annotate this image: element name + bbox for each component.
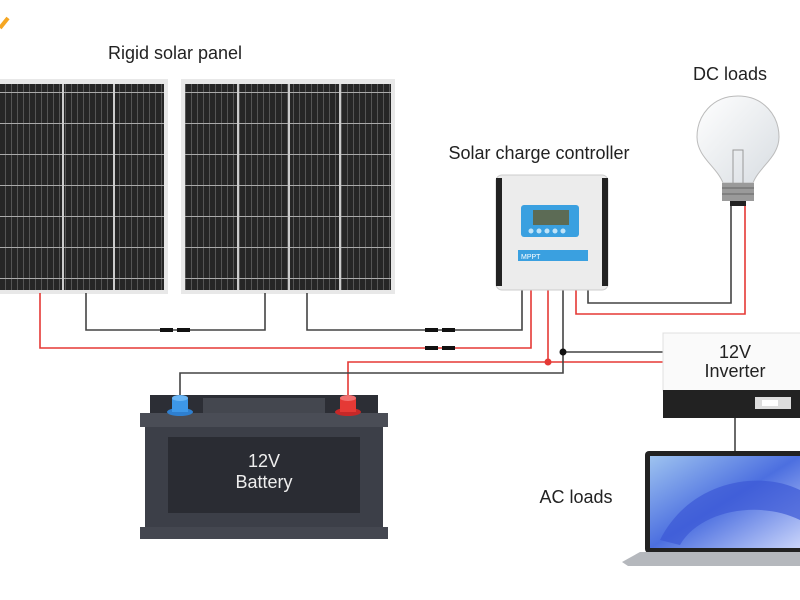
charge-controller-label: Solar charge controller <box>448 143 629 163</box>
dc-load-bulb-icon <box>696 95 780 206</box>
inverter-label-name: Inverter <box>704 361 765 381</box>
battery-negative-wire <box>179 290 564 400</box>
battery-positive-wire <box>347 361 663 400</box>
solar-panel-label: Rigid solar panel <box>108 43 242 63</box>
dc-load-positive-wire <box>575 205 746 315</box>
dc-loads-label: DC loads <box>693 64 767 84</box>
panel-series-wire <box>85 293 266 331</box>
battery-label-voltage: 12V <box>248 451 280 471</box>
panel-positive-wire <box>39 290 532 349</box>
solar-panel-2 <box>181 79 395 294</box>
wiring <box>39 205 746 452</box>
negative-junction-dot <box>559 348 567 356</box>
ac-load-laptop-icon <box>622 451 800 566</box>
battery: 12V Battery <box>140 395 388 539</box>
ac-loads-label: AC loads <box>539 487 612 507</box>
dc-load-negative-wire <box>587 205 732 304</box>
panel-negative-wire <box>306 290 523 331</box>
inverter: 12V Inverter <box>662 332 800 418</box>
solar-panel-1 <box>0 79 168 294</box>
battery-label-name: Battery <box>235 472 292 492</box>
inverter-label-voltage: 12V <box>719 342 751 362</box>
negative-terminal-icon <box>167 395 193 416</box>
charge-controller: MPPT <box>495 174 609 291</box>
logo-mark-icon <box>0 16 10 30</box>
positive-junction-dot <box>544 358 552 366</box>
controller-badge: MPPT <box>521 254 541 261</box>
positive-terminal-icon <box>335 395 361 416</box>
mc4-connectors <box>160 328 455 350</box>
